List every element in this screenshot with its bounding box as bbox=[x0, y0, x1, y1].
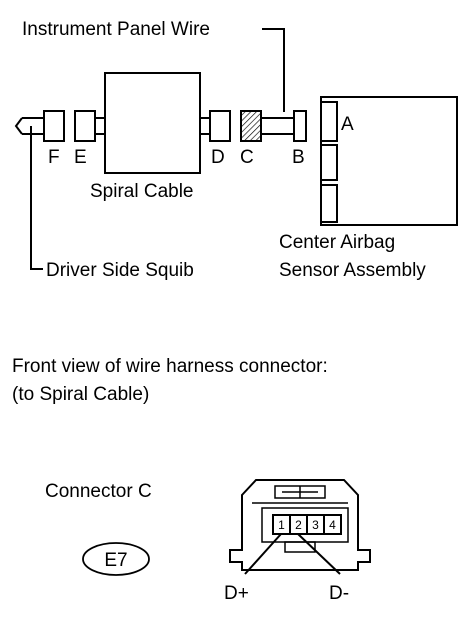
connector-c-label: C bbox=[240, 147, 254, 168]
spiral-cable-body bbox=[104, 72, 201, 174]
front-view-line1: Front view of wire harness connector: bbox=[12, 356, 328, 377]
center-airbag-label-line2: Sensor Assembly bbox=[279, 260, 426, 281]
connector-d-label: D bbox=[211, 147, 225, 168]
pin-cell-4 bbox=[323, 514, 342, 535]
sensor-connector-slot-3 bbox=[320, 184, 338, 223]
instrument-panel-wire-label: Instrument Panel Wire bbox=[22, 19, 210, 40]
connector-f-label: F bbox=[48, 147, 60, 168]
terminal-dminus-label: D- bbox=[329, 583, 349, 604]
center-airbag-sensor-body bbox=[320, 96, 458, 226]
center-airbag-label-line1: Center Airbag bbox=[279, 232, 395, 253]
dminus-leader bbox=[297, 533, 341, 575]
connector-e-label: E bbox=[74, 147, 87, 168]
connector-b-label: B bbox=[292, 147, 305, 168]
pin-2-label: 2 bbox=[295, 518, 302, 532]
connector-b bbox=[293, 110, 307, 142]
driver-squib-leader bbox=[30, 126, 43, 270]
instrument-panel-wire-leader bbox=[262, 28, 285, 112]
connector-e bbox=[74, 110, 96, 142]
spiral-cable-label: Spiral Cable bbox=[90, 181, 194, 202]
connector-code-badge bbox=[82, 542, 150, 576]
driver-side-squib-label: Driver Side Squib bbox=[46, 260, 194, 281]
connector-c bbox=[240, 110, 262, 142]
sensor-connector-a bbox=[320, 101, 338, 142]
terminal-dplus-label: D+ bbox=[224, 583, 249, 604]
connector-front-view: 1 2 3 4 bbox=[229, 479, 371, 571]
pin-4-label: 4 bbox=[329, 518, 336, 532]
connector-a-label: A bbox=[341, 114, 354, 135]
connector-f bbox=[43, 110, 65, 142]
front-view-line2: (to Spiral Cable) bbox=[12, 384, 149, 405]
connector-d bbox=[209, 110, 231, 142]
connector-c-title: Connector C bbox=[45, 481, 152, 502]
pin-3-label: 3 bbox=[312, 518, 319, 532]
connector-code-text: E7 bbox=[104, 550, 127, 571]
driver-squib-plug bbox=[14, 117, 44, 135]
sensor-connector-slot-2 bbox=[320, 144, 338, 181]
pin-1-label: 1 bbox=[278, 518, 285, 532]
dplus-leader bbox=[244, 533, 282, 575]
